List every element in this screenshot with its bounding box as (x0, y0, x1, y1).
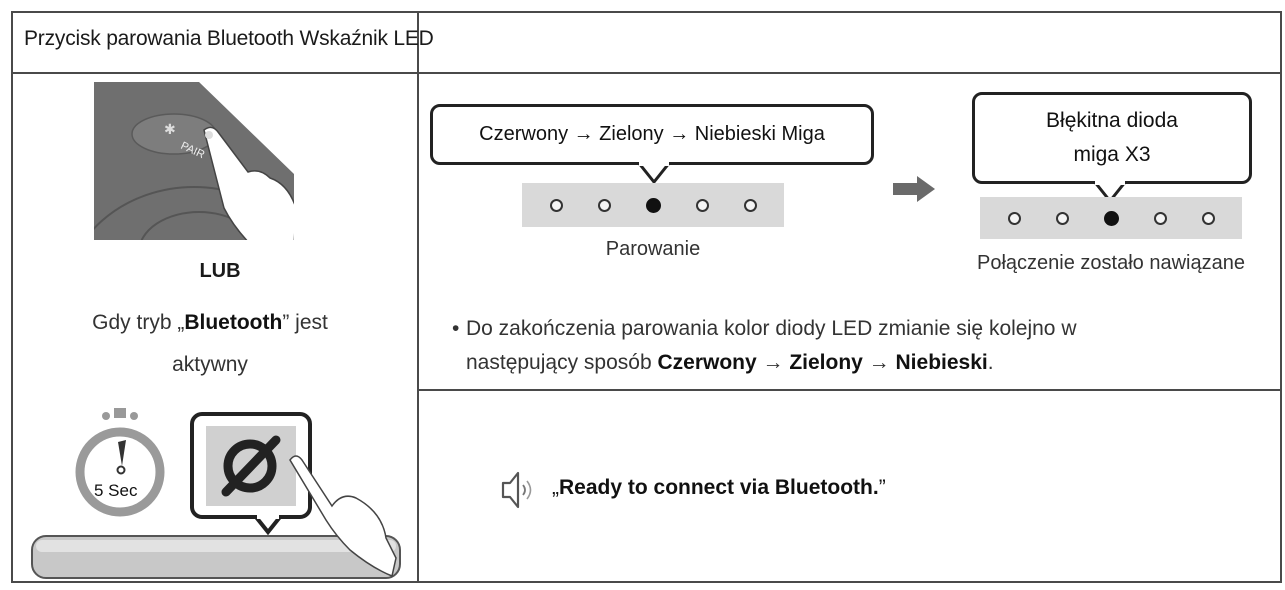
multi-function-button-icon (221, 435, 281, 497)
row-divider (417, 389, 1282, 391)
led-indicator-active (645, 197, 661, 213)
header-divider (11, 72, 1282, 74)
svg-text:5 Sec: 5 Sec (94, 481, 138, 500)
connected-caption: Połączenie zostało nawiązane (977, 252, 1245, 274)
bubble-tail (1092, 181, 1128, 204)
arrow-right-icon (893, 176, 935, 202)
led-strip-pairing (522, 183, 784, 227)
led-indicator (1153, 211, 1167, 225)
soundbar-hold-illustration: 5 Sec (31, 408, 401, 579)
column-divider (417, 11, 419, 583)
pairing-note: •Do zakończenia parowania kolor diody LE… (452, 312, 1272, 380)
pairing-status-bubble: Czerwony → Zielony → Niebieski Miga (430, 104, 874, 165)
bubble-tail (636, 162, 672, 185)
bluetooth-mode-instruction: Gdy tryb „Bluetooth” jest aktywny (92, 311, 328, 376)
stopwatch-icon: 5 Sec (75, 408, 165, 517)
instruction-table (11, 11, 1282, 583)
bullet: • (452, 317, 460, 340)
led-indicator (549, 198, 563, 212)
pair-button-photo: PAIR ✱ (94, 82, 294, 240)
table-header-title: Przycisk parowania Bluetooth Wskaźnik LE… (24, 27, 434, 50)
voice-prompt-text: „Ready to connect via Bluetooth.” (552, 476, 886, 499)
led-indicator-active (1103, 210, 1119, 226)
or-label: LUB (199, 260, 241, 282)
led-strip-connected (980, 197, 1242, 239)
led-indicator (1007, 211, 1021, 225)
led-indicator (1055, 211, 1069, 225)
led-indicator (743, 198, 757, 212)
svg-text:✱: ✱ (164, 122, 176, 138)
led-indicator (597, 198, 611, 212)
speaker-icon (501, 471, 532, 509)
pairing-caption: Parowanie (605, 238, 701, 260)
led-indicator (1201, 211, 1215, 225)
led-indicator (695, 198, 709, 212)
